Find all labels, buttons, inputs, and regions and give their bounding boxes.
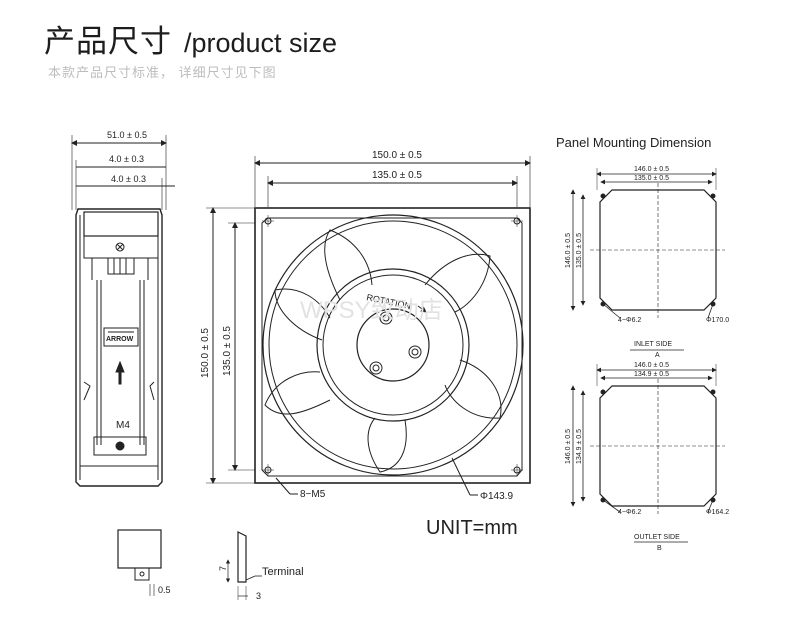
outlet-holes: 4−Φ6.2 [618,509,641,516]
side-dim-b: 4.0 ± 0.3 [111,174,146,184]
screw-label: M4 [116,420,130,431]
subtitle: 本款产品尺寸标准， 详细尺寸见下图 [48,65,277,80]
inlet-side-label: INLET SIDE [634,341,672,348]
outlet-side-label: OUTLET SIDE [634,534,680,541]
side-view [71,135,175,487]
terminal-dim-width: 3 [256,591,261,601]
terminal-label: Terminal [262,566,304,578]
outlet-panel [570,364,725,543]
page-header: 产品尺寸 /product size [44,16,337,60]
inlet-height-inner: 135.0 ± 0.5 [576,233,583,268]
inlet-panel [570,168,725,351]
front-height-inner: 135.0 ± 0.5 [222,326,233,376]
terminal-dim-small: 0.5 [158,585,171,595]
inlet-width-outer: 146.0 ± 0.5 [634,166,669,173]
side-dim-total: 51.0 ± 0.5 [107,130,147,140]
outlet-width-inner: 134.9 ± 0.5 [634,371,669,378]
arrow-label: ARROW [106,336,134,343]
outlet-height-inner: 134.9 ± 0.5 [576,429,583,464]
inlet-height-outer: 146.0 ± 0.5 [565,233,572,268]
side-dim-a: 4.0 ± 0.3 [109,154,144,164]
title-chinese: 产品尺寸 [44,24,172,59]
title-english: /product size [184,28,338,58]
inlet-holes: 4−Φ6.2 [618,317,641,324]
terminal-pin [225,531,262,600]
inlet-side-letter: A [655,352,660,359]
diameter-label: Φ143.9 [480,491,513,502]
panel-title: Panel Mounting Dimension [556,135,711,150]
front-width-inner: 135.0 ± 0.5 [372,170,422,181]
outlet-diameter: Φ164.2 [706,509,729,516]
holes-label: 8−M5 [300,489,326,500]
outlet-width-outer: 146.0 ± 0.5 [634,362,669,369]
inlet-diameter: Φ170.0 [706,317,729,324]
front-height-outer: 150.0 ± 0.5 [200,328,211,378]
watermark: WPSY致动店 [300,297,443,324]
outlet-height-outer: 146.0 ± 0.5 [565,429,572,464]
front-view [206,156,531,496]
front-width-outer: 150.0 ± 0.5 [372,150,422,161]
inlet-width-inner: 135.0 ± 0.5 [634,175,669,182]
outlet-side-letter: B [657,545,662,552]
unit-label: UNIT=mm [426,517,518,539]
terminal-dim-height: 7 [218,566,228,571]
terminal-block [117,529,162,596]
